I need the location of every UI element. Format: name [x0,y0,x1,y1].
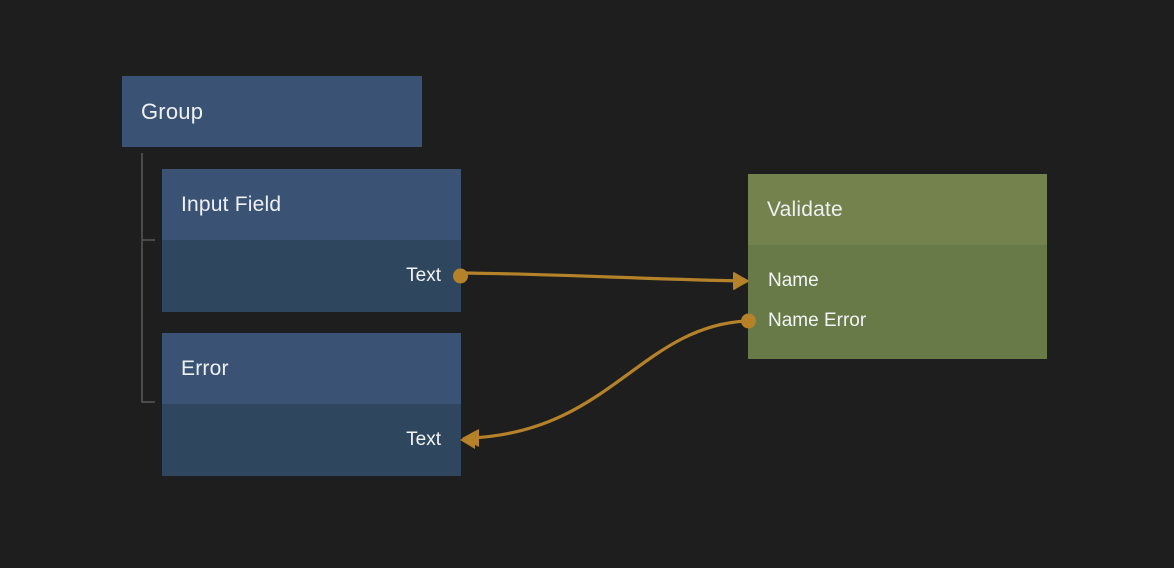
node-group[interactable]: Group [122,76,422,147]
port-output-dot-icon[interactable] [741,313,756,329]
node-input-field-title: Input Field [181,192,282,216]
port-error-text[interactable]: Text [162,420,475,460]
node-validate-header[interactable]: Validate [748,174,1047,245]
node-error-title: Error [181,356,229,380]
node-input-field-header[interactable]: Input Field [162,169,461,240]
tree-connector-stub-error [141,401,155,403]
node-error-header[interactable]: Error [162,333,461,404]
edge-path [459,271,746,283]
node-validate-body: Name Name Error [734,245,1047,359]
port-validate-name-error-label: Name Error [768,310,867,331]
node-input-field[interactable]: Input Field Text [162,169,468,312]
node-error[interactable]: Error Text [162,333,475,476]
node-error-body: Text [162,404,475,476]
node-group-header[interactable]: Group [122,76,422,147]
node-group-title: Group [141,98,204,124]
node-input-field-body: Text [162,240,468,312]
tree-connector-stub-input-field [141,239,155,241]
port-validate-name-label: Name [768,270,819,291]
port-validate-name[interactable]: Name [734,261,1047,301]
edge-input-field-text-to-validate-name[interactable] [459,271,750,290]
edge-path [468,319,748,440]
node-validate-title: Validate [767,197,843,221]
port-input-field-text-label: Text [406,265,441,286]
node-validate[interactable]: Validate Name Name Error [734,174,1047,359]
tree-connector-vertical [141,153,143,402]
port-validate-name-error[interactable]: Name Error [741,301,1047,341]
port-input-field-text[interactable]: Text [162,256,468,296]
port-error-text-label: Text [406,429,441,450]
edge-validate-name-error-to-error-text[interactable] [462,319,748,447]
port-input-arrow-icon[interactable] [734,272,749,290]
port-output-dot-icon[interactable] [453,268,468,284]
port-input-arrow-icon[interactable] [460,431,475,449]
